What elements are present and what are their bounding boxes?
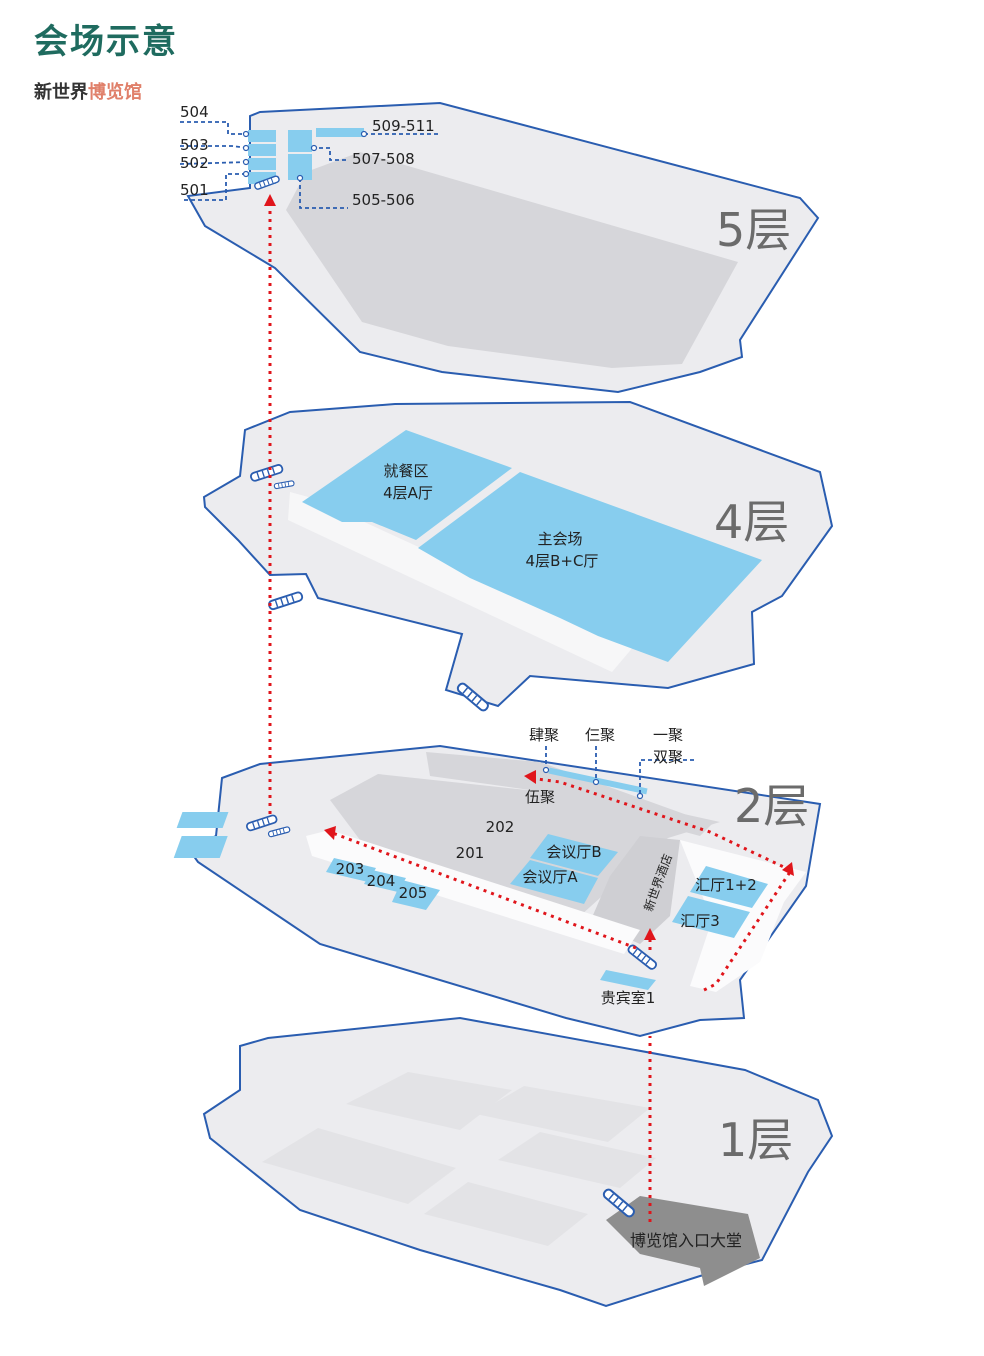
room-label-202: 202 — [486, 818, 515, 836]
floor-4-label: 4层 — [714, 495, 789, 549]
floor-1: 博览馆入口大堂 1层 — [202, 1016, 834, 1308]
floor-5-hall-area — [286, 152, 738, 368]
venue-name-prefix: 新世界 — [34, 82, 88, 103]
exhibit-hall-12[interactable] — [690, 866, 768, 908]
room-509-511[interactable] — [316, 128, 364, 137]
room-label-shuangju: 双聚 — [653, 748, 683, 766]
page-title: 会场示意 — [34, 22, 178, 62]
route-arrows — [264, 194, 794, 940]
dining-hall-label: 就餐区 — [383, 462, 428, 480]
room-label-yiju: 一聚 — [653, 726, 683, 744]
room-202[interactable] — [176, 812, 229, 828]
hotel-area — [590, 836, 680, 944]
dining-hall-a[interactable] — [302, 430, 512, 540]
white-aisle-lower — [306, 830, 640, 954]
room-205[interactable] — [392, 880, 440, 910]
room-label-201: 201 — [456, 844, 485, 862]
main-hall-label: 主会场 — [537, 530, 582, 548]
room-204[interactable] — [364, 870, 406, 892]
venue-name-highlight: 博览馆 — [88, 82, 142, 103]
floor-2: 肆聚 仨聚 一聚 双聚 伍聚 202 201 203 204 205 会议厅B … — [173, 726, 822, 1038]
room-label-203: 203 — [336, 860, 365, 878]
room-label-509-511: 509-511 — [372, 117, 435, 135]
main-hall-bc[interactable] — [418, 472, 762, 662]
room-507-508[interactable] — [288, 130, 312, 152]
room-203[interactable] — [326, 858, 376, 882]
meeting-hall-b[interactable] — [530, 834, 618, 876]
meeting-hall-a[interactable] — [510, 860, 598, 904]
main-hall-sublabel: 4层B+C厅 — [526, 552, 599, 570]
floor-1-label: 1层 — [718, 1113, 793, 1167]
room-504[interactable] — [248, 130, 276, 142]
room-label-saju: 仨聚 — [585, 726, 615, 744]
floor-4-corridor — [288, 492, 634, 672]
exhibit-hall-12-label: 汇厅1+2 — [695, 876, 757, 894]
meeting-hall-b-label: 会议厅B — [546, 843, 601, 861]
route-path — [268, 200, 792, 1222]
room-label-204: 204 — [367, 872, 396, 890]
room-label-505-506: 505-506 — [352, 191, 415, 209]
exhibit-hall-3[interactable] — [672, 896, 750, 938]
room-label-504: 504 — [180, 103, 209, 121]
room-label-siju: 肆聚 — [529, 726, 559, 744]
vip-room-label: 贵宾室1 — [601, 989, 656, 1007]
room-label-502: 502 — [180, 154, 209, 172]
room-201[interactable] — [173, 836, 228, 858]
meeting-hall-a-label: 会议厅A — [522, 868, 578, 886]
room-label-wuju: 伍聚 — [525, 788, 555, 806]
room-label-501: 501 — [180, 181, 209, 199]
room-502[interactable] — [248, 158, 276, 170]
venue-name: 新世界博览馆 — [34, 78, 142, 104]
vip-room-1[interactable] — [600, 970, 656, 990]
entrance-lobby-label: 博览馆入口大堂 — [630, 1231, 742, 1250]
exhibit-hall-3-label: 汇厅3 — [680, 912, 720, 930]
room-label-503: 503 — [180, 136, 209, 154]
room-label-507-508: 507-508 — [352, 150, 415, 168]
floor-1-blocks — [262, 1072, 656, 1246]
entrance-lobby[interactable] — [606, 1196, 760, 1286]
floor-2-label: 2层 — [734, 779, 809, 833]
floor-5: 504 503 502 501 509-511 507-508 505-506 … — [179, 101, 820, 394]
floor-5-label: 5层 — [716, 203, 791, 257]
floor-4: 就餐区 4层A厅 主会场 4层B+C厅 4层 — [202, 400, 834, 714]
escalator-icon — [267, 590, 305, 612]
dining-hall-sublabel: 4层A厅 — [383, 484, 433, 502]
room-503[interactable] — [248, 144, 276, 156]
floor-2-upper-gray — [426, 752, 712, 836]
room-label-205: 205 — [399, 884, 428, 902]
